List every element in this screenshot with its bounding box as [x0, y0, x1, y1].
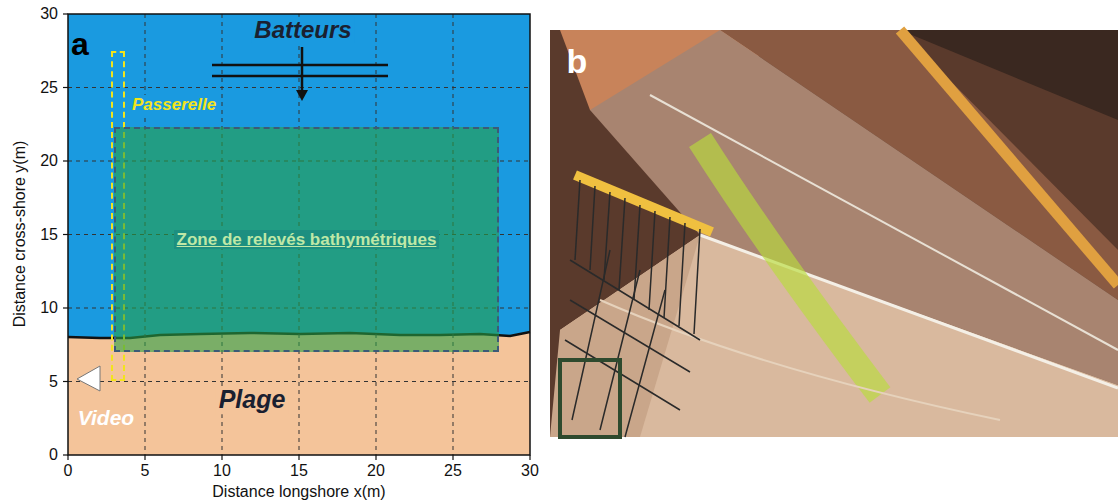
- tick-marks: [63, 14, 530, 460]
- beach-area: [68, 14, 530, 455]
- flume-photo: [550, 30, 1118, 437]
- tick-label: 15: [290, 462, 308, 480]
- camera-symbol: [77, 366, 100, 391]
- paddle-label: Batteurs: [251, 17, 354, 43]
- axis-title: Distance longshore x(m): [212, 483, 385, 501]
- tick-label: 20: [40, 152, 58, 170]
- walkway-label: Passerelle: [129, 95, 219, 115]
- wave-paddles: [212, 47, 388, 101]
- axes-frame: [68, 14, 530, 455]
- camera-label: Video: [78, 406, 134, 429]
- beach-label: Plage: [216, 386, 289, 414]
- axis-title: Distance cross-shore y(m): [11, 141, 29, 328]
- tick-label: 10: [40, 299, 58, 317]
- tick-label: 0: [49, 446, 58, 464]
- tick-label: 30: [521, 462, 539, 480]
- tick-label: 0: [64, 462, 73, 480]
- tick-label: 5: [49, 373, 58, 391]
- tick-label: 10: [213, 462, 231, 480]
- panel-letter: a: [71, 27, 89, 62]
- tick-label: 25: [444, 462, 462, 480]
- tick-label: 5: [141, 462, 150, 480]
- tick-label: 25: [40, 79, 58, 97]
- tick-label: 15: [40, 226, 58, 244]
- tick-label: 20: [367, 462, 385, 480]
- tick-label: 30: [40, 5, 58, 23]
- survey-zone: Zone de relevés bathymétriques: [114, 127, 499, 352]
- grid: [68, 14, 530, 455]
- panel-letter: b: [567, 43, 588, 80]
- zone-label: Zone de relevés bathymétriques: [174, 230, 440, 250]
